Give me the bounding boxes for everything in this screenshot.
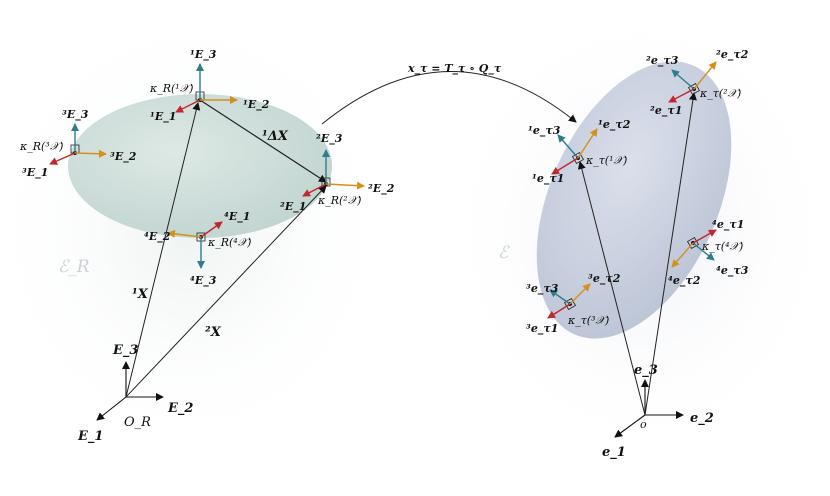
cur-point-2 — [668, 61, 717, 103]
cur-point-3 — [547, 283, 591, 319]
cur-point-4 — [671, 229, 717, 268]
ref-point-2-kappa: κ_R(²𝒳) — [317, 194, 361, 207]
cur-basis-e1-arrow — [614, 414, 646, 438]
ref-point-2-e1: ²E_1 — [280, 200, 306, 214]
ref-point-1-e3: ¹E_3 — [190, 48, 217, 62]
ref-point-4-e3: ⁴E_3 — [190, 274, 217, 288]
ref-increment-vector — [199, 99, 327, 183]
ref-point-4 — [167, 221, 223, 269]
cur-origin-label: o — [640, 418, 647, 431]
ref-point-3-kappa: κ_R(³𝒳) — [19, 140, 63, 153]
cur-point-3-kappa: κ_τ(³𝒳) — [567, 314, 609, 327]
cur-point-1-e1: ¹e_τ1 — [532, 172, 564, 186]
ref-point-1-e1: ¹E_1 — [150, 110, 176, 124]
cur-point-1-e3: ¹e_τ3 — [528, 124, 561, 138]
ref-increment-label: ¹ΔX — [262, 129, 289, 144]
ref-point-2-e2: ²E_2 — [368, 182, 395, 196]
reference-body-ellipse — [68, 94, 332, 238]
cur-point-1 — [551, 128, 598, 175]
ref-point-1 — [175, 63, 238, 113]
cur-point-1-kappa: κ_τ(¹𝒳) — [585, 154, 627, 167]
ref-point-2-e3: ²E_3 — [316, 132, 343, 146]
mapping-arc — [321, 71, 577, 125]
cur-position-vector-2 — [644, 92, 697, 416]
cur-point-3-e2: ³e_τ2 — [588, 272, 621, 286]
ref-point-4-e2: ⁴E_2 — [144, 230, 171, 244]
cur-point-2-e1: ²e_τ1 — [650, 104, 682, 118]
ref-basis-e2-label: E_2 — [167, 401, 193, 416]
ref-position-vector-2 — [125, 185, 327, 398]
ref-point-3-e2: ³E_2 — [110, 150, 137, 164]
cur-point-4-e2: ⁴e_τ2 — [668, 274, 701, 288]
ref-point-3-e3: ³E_3 — [62, 108, 89, 122]
ref-point-4-kappa: κ_R(⁴𝒳) — [207, 236, 251, 249]
cur-point-2-e3: ²e_τ3 — [646, 54, 679, 68]
cur-point-2-kappa: κ_τ(²𝒳) — [699, 87, 741, 100]
current-body-ellipse — [536, 61, 732, 339]
current-body-label: ℰ — [498, 243, 510, 263]
ref-basis-e3-label: E_3 — [112, 343, 138, 358]
cur-point-1-e2: ¹e_τ2 — [598, 118, 631, 132]
cur-point-4-e1: ⁴e_τ1 — [712, 218, 744, 232]
cur-point-4-e3: ⁴e_τ3 — [716, 264, 749, 278]
ref-point-1-e2: ¹E_2 — [243, 98, 270, 112]
ref-point-4-e1: ⁴E_1 — [224, 210, 250, 224]
mapping-label: x_τ = T_τ ∘ Q_τ — [407, 62, 502, 76]
cur-point-4-kappa: κ_τ(⁴𝒳) — [701, 240, 743, 253]
cur-basis-e2-label: e_2 — [690, 411, 714, 426]
ref-basis-e1-label: E_1 — [77, 429, 103, 444]
ref-point-2 — [302, 149, 365, 197]
ref-origin-label: O_R — [124, 415, 151, 430]
ref-point-1-kappa: κ_R(¹𝒳) — [149, 82, 193, 95]
ref-position-label-2: ²X — [205, 325, 222, 340]
cur-basis-e3-label: e_3 — [634, 363, 658, 378]
ref-position-vector-1 — [125, 102, 201, 398]
ref-point-3-e1: ³E_1 — [22, 166, 48, 180]
ref-basis-e1-arrow — [96, 396, 127, 421]
cur-basis-e1-label: e_1 — [602, 445, 626, 460]
cur-point-3-e3: ³e_τ3 — [526, 282, 559, 296]
cur-point-2-e2: ²e_τ2 — [716, 48, 749, 62]
cur-position-vector-1 — [577, 161, 646, 416]
reference-body-label: ℰ_R — [58, 257, 90, 277]
cur-point-3-e1: ³e_τ1 — [526, 322, 558, 336]
ref-point-3 — [49, 123, 107, 165]
ref-position-label-1: ¹X — [132, 287, 149, 302]
